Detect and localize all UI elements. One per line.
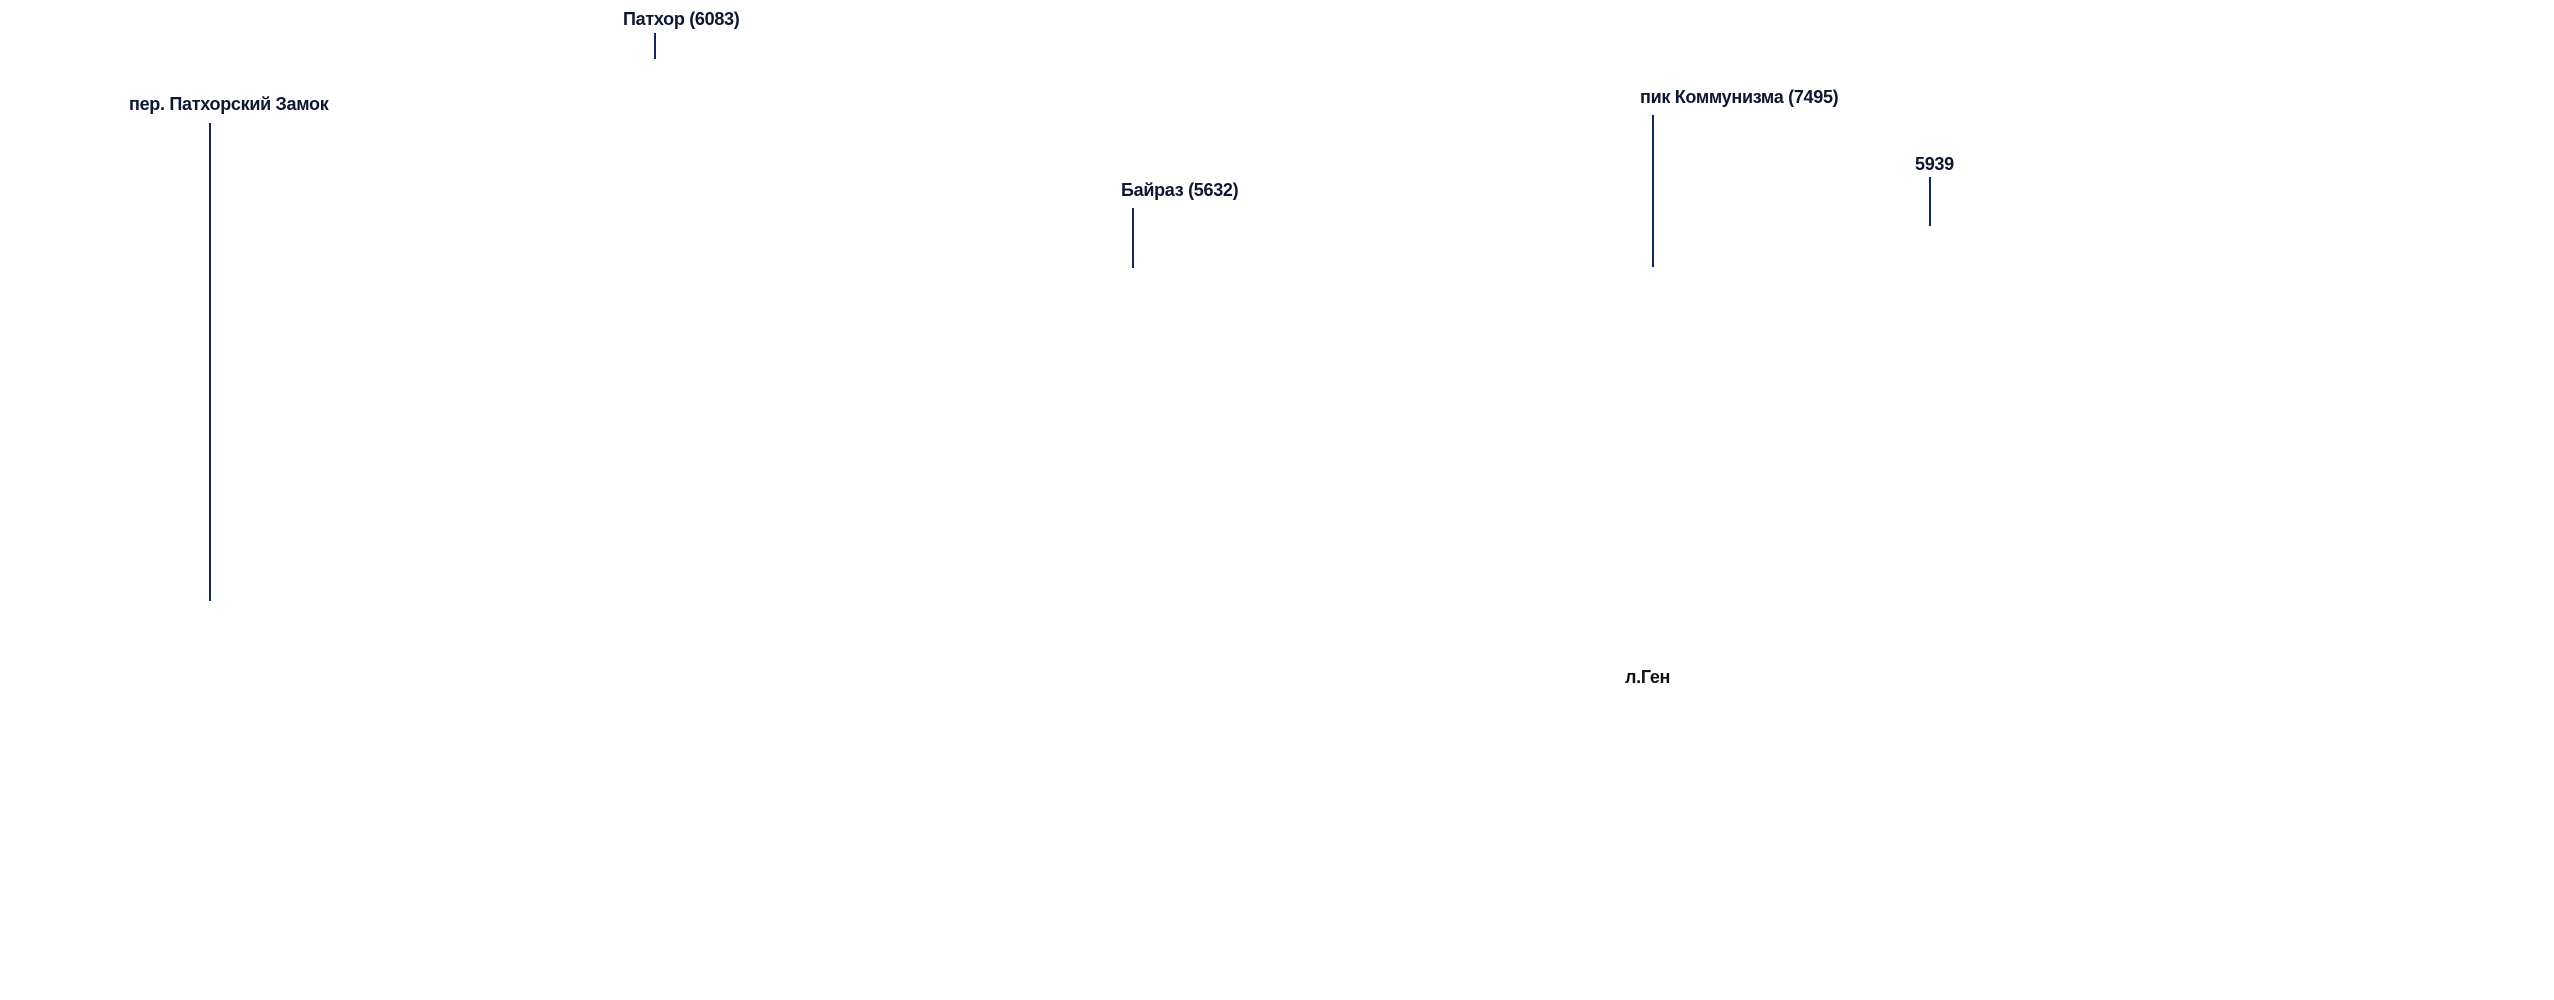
leader-line-bayraz [1132,208,1134,268]
label-patkhor: Патхор (6083) [623,9,740,29]
label-patkhor-pass: пер. Патхорский Замок [129,94,329,114]
label-glacier-gen: л.Ген [1625,667,1671,687]
label-communism-peak: пик Коммунизма (7495) [1640,87,1839,107]
leader-line-5939 [1929,177,1931,226]
leader-line-communism [1652,115,1654,267]
leader-line-patkhor [654,33,656,59]
leader-line-pass [209,123,211,601]
label-bayraz: Байраз (5632) [1121,180,1239,200]
label-peak-5939: 5939 [1915,154,1954,174]
